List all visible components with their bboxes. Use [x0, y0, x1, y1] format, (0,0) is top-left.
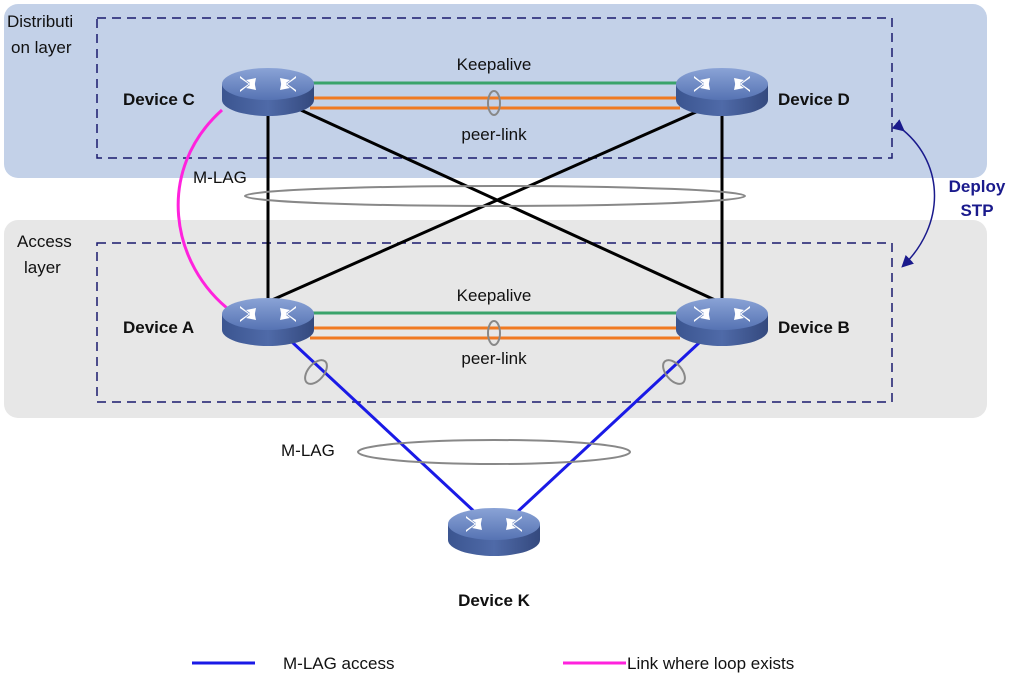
- mlag-access-link-b-k: [512, 340, 702, 517]
- device-a-label: Device A: [123, 318, 194, 337]
- peer-link-bundle-ring-top: [487, 90, 501, 116]
- mlag-member-ring-b: [662, 359, 686, 385]
- device-b-router-icon[interactable]: [676, 298, 768, 346]
- device-d-router-icon[interactable]: [676, 68, 768, 116]
- device-a-router-icon[interactable]: [222, 298, 314, 346]
- peer-link-bundle-ring-bottom: [487, 320, 501, 346]
- mlag-label-lower: M-LAG: [281, 441, 335, 460]
- device-d-label: Device D: [778, 90, 850, 109]
- stp-double-arrow: [891, 119, 936, 268]
- device-k-router-icon[interactable]: [448, 508, 540, 556]
- access-layer-label-line2: layer: [24, 258, 61, 277]
- loop-link-c-a: [176, 108, 233, 314]
- distribution-layer-label-line2: on layer: [11, 38, 72, 57]
- keepalive-label-top: Keepalive: [457, 55, 532, 74]
- distribution-layer-label-line1: Distributi: [7, 12, 73, 31]
- access-layer-label-line1: Access: [17, 232, 72, 251]
- mlag-bundle-ring-lower: [357, 439, 631, 465]
- access-layer-band: [4, 220, 987, 418]
- legend-loop-link-label: Link where loop exists: [627, 654, 794, 673]
- link-c-b: [291, 104, 716, 302]
- device-c-label: Device C: [123, 90, 195, 109]
- legend-mlag-access-label: M-LAG access: [283, 654, 394, 673]
- device-k-label: Device K: [458, 591, 531, 610]
- peer-link-label-bottom: peer-link: [461, 349, 527, 368]
- mlag-access-link-a-k: [290, 340, 480, 517]
- mlag-label-upper: M-LAG: [193, 168, 247, 187]
- peer-link-label-top: peer-link: [461, 125, 527, 144]
- link-d-a: [271, 106, 706, 302]
- device-c-router-icon[interactable]: [222, 68, 314, 116]
- device-b-label: Device B: [778, 318, 850, 337]
- deploy-stp-label-line2: STP: [960, 201, 993, 220]
- mlag-bundle-ring-upper: [244, 185, 746, 207]
- distribution-dashed-box: [96, 17, 893, 159]
- access-dashed-box: [96, 242, 893, 403]
- keepalive-label-bottom: Keepalive: [457, 286, 532, 305]
- mlag-member-ring-a: [304, 359, 328, 385]
- deploy-stp-label-line1: Deploy: [949, 177, 1006, 196]
